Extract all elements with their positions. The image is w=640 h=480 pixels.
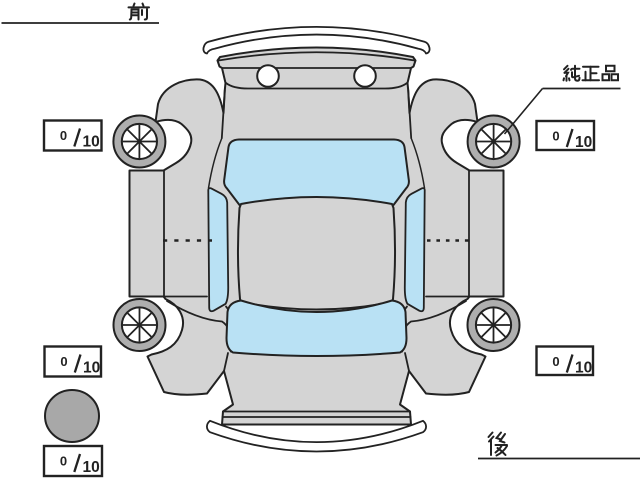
svg-text:0: 0 xyxy=(60,454,67,469)
svg-text:10: 10 xyxy=(575,360,592,377)
svg-text:10: 10 xyxy=(83,459,100,476)
svg-text:10: 10 xyxy=(575,134,592,151)
svg-text:0: 0 xyxy=(60,128,67,143)
svg-text:10: 10 xyxy=(83,360,100,377)
svg-text:0: 0 xyxy=(552,129,559,144)
svg-text:0: 0 xyxy=(552,354,559,369)
svg-text:0: 0 xyxy=(60,354,67,369)
svg-text:10: 10 xyxy=(83,134,100,151)
